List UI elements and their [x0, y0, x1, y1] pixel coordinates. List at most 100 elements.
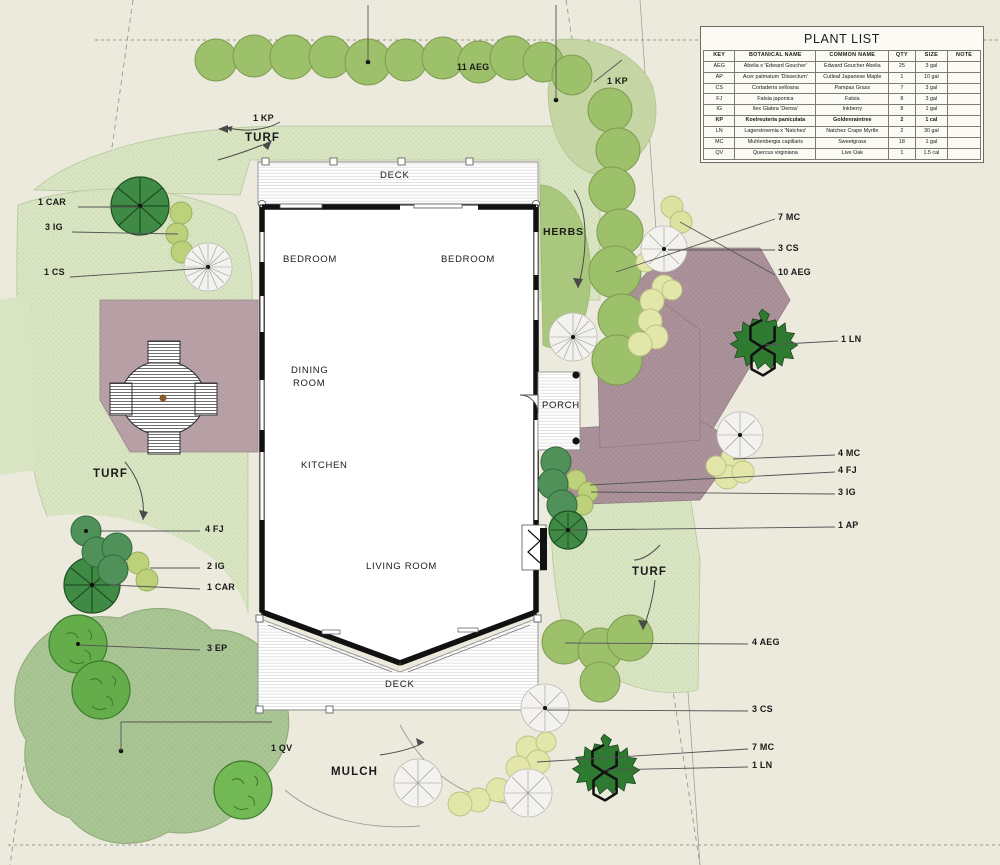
cell-qty: 2 — [888, 126, 916, 138]
cell-botanical: Lagerstroemia x 'Natchez' — [734, 126, 817, 138]
cell-key: KP — [702, 115, 736, 128]
callout-2-ig: 2 IG — [207, 561, 225, 571]
cell-common: Live Oak — [815, 147, 890, 160]
room-label-dining-room-1: DINING — [291, 365, 329, 376]
cell-size: 3 gal — [914, 82, 949, 95]
cell-botanical: Fatsia japonica — [734, 93, 817, 106]
cell-note — [947, 60, 981, 73]
cell-botanical: Cortaderia selloana — [734, 82, 817, 95]
callout-1-kp-right: 1 KP — [607, 76, 628, 86]
callout-4-fj-left: 4 FJ — [205, 524, 224, 534]
room-label-living-room: LIVING ROOM — [366, 561, 438, 572]
callout-1-ap: 1 AP — [838, 520, 859, 530]
fj-fatsia-left — [70, 515, 133, 586]
callout-3-ig: 3 IG — [45, 222, 63, 232]
ap-japanese-maple — [548, 510, 588, 550]
cell-note — [947, 147, 981, 160]
cell-qty: 8 — [888, 93, 916, 106]
cell-key: MC — [702, 136, 736, 149]
room-label-dining-room-2: ROOM — [293, 378, 326, 389]
callout-1-ln-bottom: 1 LN — [752, 760, 773, 770]
callout-1-car-top: 1 CAR — [38, 197, 67, 207]
cell-qty: 18 — [888, 136, 916, 149]
callout-3-ep: 3 EP — [207, 643, 228, 653]
cell-note — [947, 71, 981, 84]
cell-key: LN — [702, 126, 736, 138]
plant-list-panel: PLANT LIST KEY BOTANICAL NAME COMMON NAM… — [700, 26, 984, 163]
area-label-turf-left: TURF — [93, 468, 129, 480]
cell-botanical: Acer palmatum 'Dissectum' — [734, 71, 817, 84]
cell-note — [947, 104, 981, 117]
mulch-bed — [284, 724, 521, 828]
cell-size: 1 gal — [914, 104, 949, 117]
cell-common: Pampas Grass — [815, 82, 890, 95]
deck-bottom — [255, 614, 542, 714]
house-plan — [255, 157, 581, 714]
callout-4-aeg: 4 AEG — [752, 637, 780, 647]
leader-lines — [69, 5, 839, 771]
callout-1-qv: 1 QV — [271, 743, 293, 753]
column-header-qty: QTY — [888, 50, 916, 62]
cell-note — [947, 93, 981, 106]
cell-note — [947, 82, 981, 95]
room-label-porch: PORCH — [542, 400, 580, 411]
plant-list-table: KEY BOTANICAL NAME COMMON NAME QTY SIZE … — [702, 50, 981, 160]
callout-3-cs-bottom: 3 CS — [752, 704, 773, 714]
deck-label-top: DECK — [380, 170, 410, 181]
ig-inkberry-right-upper — [660, 195, 693, 234]
cell-botanical: Quercus virginiana — [734, 147, 817, 160]
callout-4-fj-right: 4 FJ — [838, 465, 857, 475]
area-label-herbs: HERBS — [543, 226, 584, 238]
column-header-note: NOTE — [947, 50, 981, 62]
cell-common: Cutleaf Japanese Maple — [815, 71, 890, 84]
cell-size: 3 gal — [914, 60, 949, 73]
cell-botanical: Koelreuteria paniculata — [734, 115, 817, 128]
ig-inkberry-left — [126, 551, 159, 592]
cell-key: QV — [702, 147, 736, 160]
callout-3-ig-right: 3 IG — [838, 487, 856, 497]
ep-shrubs — [48, 614, 273, 820]
cell-size: 1.5 cal — [914, 147, 949, 160]
cell-size: 3 gal — [914, 93, 949, 106]
deck-top — [257, 157, 541, 208]
plant-list-header-row: KEY BOTANICAL NAME COMMON NAME QTY SIZE … — [702, 50, 981, 62]
cell-common: Edward Goucher Abelia — [815, 60, 890, 73]
cell-qty: 25 — [888, 60, 916, 73]
cell-note — [947, 126, 981, 138]
patio-furniture — [109, 340, 218, 455]
cell-key: AEG — [702, 60, 736, 73]
plant-list-title: PLANT LIST — [804, 32, 880, 46]
callout-10-aeg: 10 AEG — [778, 267, 811, 277]
cell-qty: 8 — [888, 104, 916, 117]
cell-size: 1 gal — [914, 136, 949, 149]
cell-key: CS — [702, 82, 736, 95]
area-label-turf-right: TURF — [632, 566, 668, 578]
aeg-shrub-row-top — [194, 34, 593, 96]
cell-common: Goldenraintree — [815, 115, 890, 128]
callout-4-mc: 4 MC — [838, 448, 861, 458]
ig-inkberry-right — [565, 469, 599, 516]
callout-7-mc-top: 7 MC — [778, 212, 801, 222]
aeg-shrub-row-right — [587, 87, 647, 386]
cell-common: Natchez Crape Myrtle — [815, 126, 890, 138]
cell-note — [947, 115, 981, 128]
cell-size: 1 cal — [914, 115, 949, 128]
cell-qty: 1 — [888, 147, 916, 160]
deck-label-bottom: DECK — [385, 679, 415, 690]
cell-key: IG — [702, 104, 736, 117]
porch — [519, 371, 581, 451]
callout-1-ln-top: 1 LN — [841, 334, 862, 344]
room-label-kitchen: KITCHEN — [301, 460, 348, 471]
cell-size: 30 gal — [914, 126, 949, 138]
car-palm-top — [110, 176, 170, 236]
cell-note — [947, 136, 981, 149]
cell-key: FJ — [702, 93, 736, 106]
cell-common: Inkberry — [815, 104, 890, 117]
